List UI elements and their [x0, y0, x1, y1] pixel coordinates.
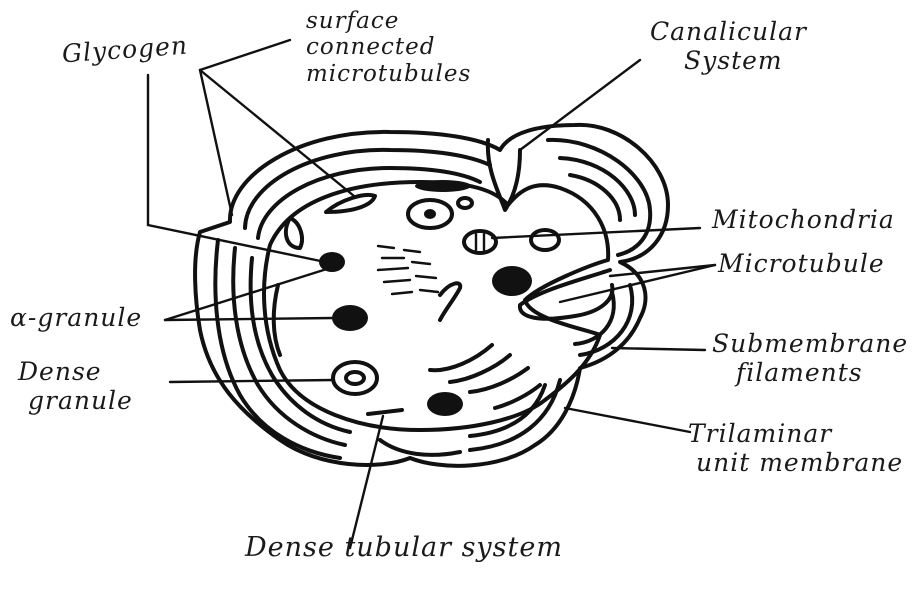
alpha-granule-3	[492, 266, 532, 296]
label-microtubule: Microtubule	[718, 250, 885, 279]
label-dense-granule: Dense granule	[18, 358, 133, 416]
membrane-layer-bottom-2	[470, 385, 545, 436]
label-submembrane-filaments: Submembrane filaments	[712, 330, 908, 388]
surface-leader-3	[200, 40, 290, 70]
trilaminar-leader	[565, 408, 690, 432]
label-trilaminar-unit-membrane: Trilaminar unit membrane	[688, 420, 903, 478]
label-alpha-granule: α-granule	[10, 304, 142, 333]
submembrane-strand	[274, 285, 280, 355]
left-vesicle	[286, 218, 302, 248]
submembrane-leader	[612, 348, 705, 350]
microtubule-cluster	[378, 246, 438, 294]
membrane-layer-bottom-3	[380, 440, 460, 455]
dense-granule-1-core	[346, 372, 364, 384]
label-surface-line2: connected	[306, 34, 471, 60]
tubule-curve-4	[470, 368, 528, 392]
label-surface-connected-microtubules: surface connected microtubules	[306, 8, 471, 87]
mitochondria-3	[531, 230, 559, 250]
tubule-curve-2	[430, 345, 492, 370]
label-canalicular-system: Canalicular System	[650, 18, 807, 76]
tubule-curve-1	[440, 283, 460, 320]
glycogen-particle	[458, 198, 472, 208]
dense-granule-leader	[170, 380, 334, 382]
label-trilaminar-line2: unit membrane	[696, 449, 903, 478]
label-mitochondria: Mitochondria	[712, 206, 895, 235]
tubule-dash	[368, 410, 402, 414]
label-submembrane-line1: Submembrane	[712, 330, 908, 359]
dense-tubular-leader	[350, 416, 383, 548]
label-submembrane-line2: filaments	[736, 359, 908, 388]
label-canalicular-line1: Canalicular	[650, 18, 807, 47]
label-surface-line3: microtubules	[306, 61, 471, 87]
alpha-granule-4	[427, 392, 463, 416]
mitochondria-2	[464, 231, 496, 253]
label-dense-tubular-system: Dense tubular system	[245, 532, 563, 563]
label-dense-granule-line2: granule	[28, 387, 133, 416]
alpha-granule-5	[415, 180, 471, 192]
label-dense-granule-line1: Dense	[18, 358, 133, 387]
surface-tubule-vacuole	[326, 195, 375, 212]
label-trilaminar-line1: Trilaminar	[688, 420, 903, 449]
alpha-leader-1	[165, 268, 330, 320]
mitochondria-leader	[492, 228, 700, 238]
label-canalicular-line2: System	[684, 47, 807, 76]
alpha-leader-2	[165, 318, 334, 320]
label-surface-line1: surface	[306, 8, 471, 34]
cytoplasm-boundary	[264, 182, 608, 430]
alpha-granule-2	[332, 305, 368, 331]
tubule-curve-3	[450, 355, 510, 382]
dense-granule-1	[333, 362, 377, 394]
mitochondria-1-core	[424, 209, 436, 219]
